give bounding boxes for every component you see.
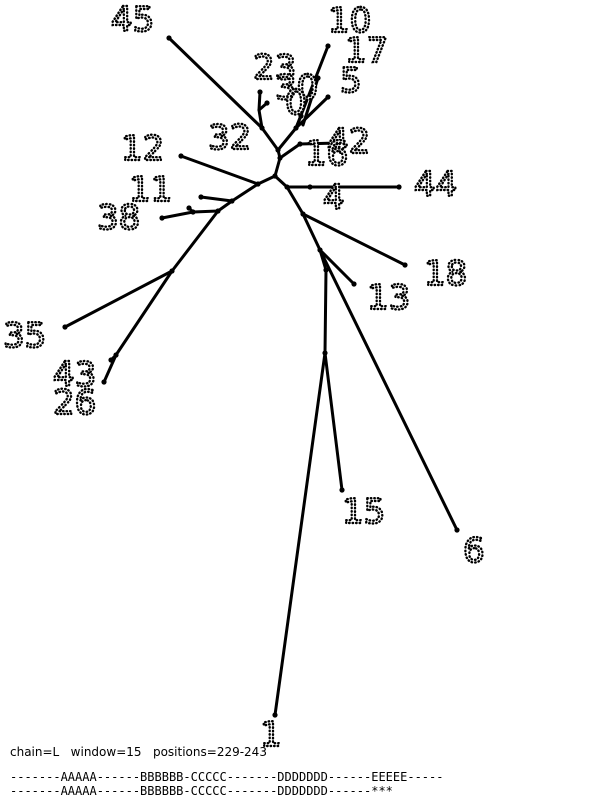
tree-node — [339, 487, 345, 493]
leaf-label-42: 42 — [327, 122, 370, 162]
tree-node — [113, 352, 119, 358]
tree-branch — [318, 248, 459, 532]
leaf-label-13: 13 — [367, 278, 410, 318]
leaf-label-30: 30 — [275, 68, 318, 108]
secondary-structure-line-1: -------AAAAA------BBBBBB-CCCCC-------DDD… — [10, 770, 444, 784]
tree-node — [351, 281, 357, 287]
leaf-label-16: 16 — [305, 134, 348, 174]
leaf-label-32: 32 — [208, 118, 251, 158]
tree-branch — [216, 199, 234, 213]
tree-nodes — [62, 35, 460, 718]
tree-node — [264, 100, 270, 106]
tree-branch — [323, 351, 344, 492]
leaf-label-35: 35 — [3, 316, 46, 356]
tree-node — [190, 209, 196, 215]
tree-branch — [285, 185, 305, 216]
tree-branch — [301, 212, 407, 267]
tree-branch — [301, 212, 322, 252]
secondary-structure-line-2: -------AAAAA------BBBBBB-CCCCC-------DDD… — [10, 784, 393, 798]
tree-node — [186, 205, 192, 211]
leaf-label-44: 44 — [414, 165, 457, 205]
leaf-label-26: 26 — [53, 383, 96, 423]
tree-node — [293, 125, 299, 131]
tree-branch — [191, 209, 220, 214]
tree-node — [300, 211, 306, 217]
tree-branch — [256, 174, 277, 186]
leaf-label-5: 5 — [340, 61, 362, 101]
tree-branch — [160, 210, 195, 220]
tree-branch — [167, 36, 264, 130]
tree-node — [396, 184, 402, 190]
window-info: chain=L window=15 positions=229-243 — [10, 745, 267, 759]
tree-node — [215, 208, 221, 214]
tree-branch — [170, 209, 220, 273]
tree-node — [325, 94, 331, 100]
tree-node — [178, 153, 184, 159]
leaf-label-17: 17 — [345, 31, 388, 71]
tree-node — [307, 184, 313, 190]
tree-node — [402, 262, 408, 268]
tree-branch — [230, 182, 260, 203]
tree-branch — [273, 156, 282, 178]
tree-node — [297, 141, 303, 147]
leaf-label-15: 15 — [342, 492, 385, 532]
tree-node — [272, 173, 278, 179]
tree-node — [454, 527, 460, 533]
leaf-label-23: 23 — [253, 48, 296, 88]
tree-node — [198, 194, 204, 200]
tree-node — [284, 184, 290, 190]
leaf-label-45: 45 — [111, 0, 154, 40]
tree-node — [159, 215, 165, 221]
tree-branch — [179, 154, 260, 186]
tree-branch — [114, 269, 174, 357]
tree-branch — [318, 248, 356, 286]
tree-node — [255, 181, 261, 187]
leaf-label-38: 38 — [97, 198, 140, 238]
tree-branch — [278, 142, 302, 160]
tree-node — [62, 324, 68, 330]
leaf-label-11: 11 — [129, 170, 172, 210]
tree-branch — [63, 269, 174, 329]
leaf-label-18: 18 — [424, 254, 467, 294]
tree-node — [101, 379, 107, 385]
leaf-label-6: 6 — [463, 531, 485, 571]
tree-branch — [260, 126, 280, 152]
tree-branch — [257, 108, 264, 130]
tree-branch — [276, 126, 298, 152]
tree-node — [272, 712, 278, 718]
tree-node — [298, 113, 304, 119]
tree-node — [323, 267, 329, 273]
tree-branch — [102, 353, 118, 384]
tree-branch — [273, 174, 289, 189]
tree-node — [317, 247, 323, 253]
tree-node — [325, 43, 331, 49]
tree-branch — [294, 95, 330, 130]
tree-node — [257, 89, 263, 95]
leaf-label-4: 4 — [323, 178, 345, 218]
leaf-label-43: 43 — [53, 355, 96, 395]
tree-branch — [301, 76, 320, 127]
tree-node — [322, 350, 328, 356]
tree-node — [259, 125, 265, 131]
tree-branch — [199, 195, 234, 203]
tree-node — [277, 155, 283, 161]
tree-node — [169, 268, 175, 274]
leaf-label-10: 10 — [328, 1, 371, 41]
tree-node — [275, 147, 281, 153]
leaf-label-0: 0 — [285, 83, 307, 123]
tree-node — [229, 198, 235, 204]
tree-node — [166, 35, 172, 41]
tree-branch — [298, 141, 340, 146]
tree-branch — [257, 90, 262, 112]
tree-node — [108, 357, 114, 363]
tree-branch — [273, 351, 327, 717]
tree-node — [335, 140, 341, 146]
leaf-label-1: 1 — [260, 715, 282, 755]
leaf-label-12: 12 — [121, 129, 164, 169]
tree-node — [315, 75, 321, 81]
tree-branch — [323, 268, 328, 355]
